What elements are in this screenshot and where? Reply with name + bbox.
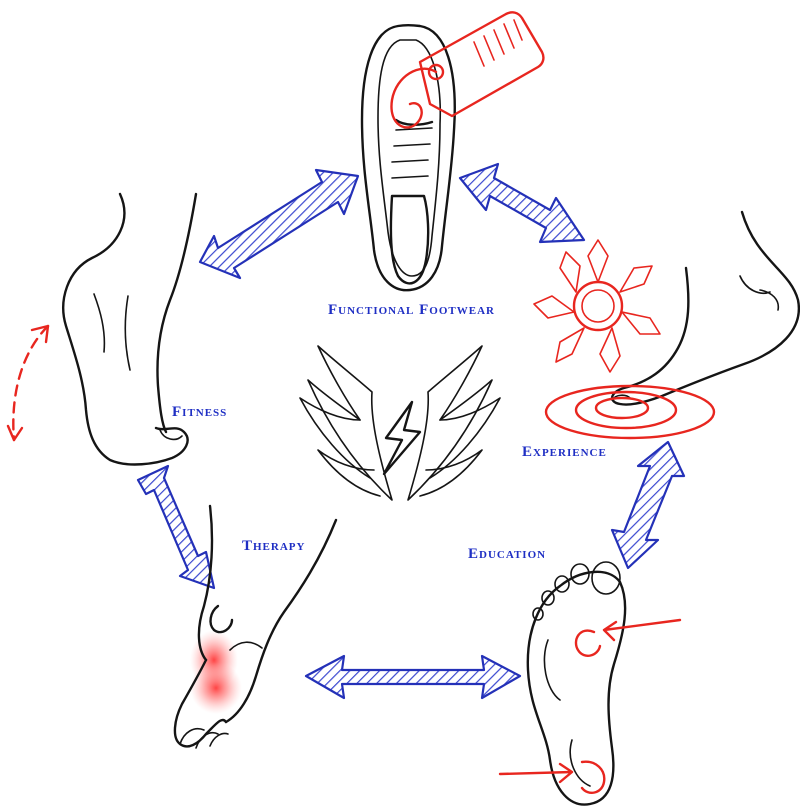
arrow-footwear-to-experience: [458, 162, 586, 244]
foot-with-sun-icon: [533, 210, 800, 440]
foot-sole-icon: [498, 561, 682, 806]
label-education: Education: [468, 546, 546, 562]
arrow-fitness-to-therapy: [136, 464, 216, 590]
foot-pain-icon: [173, 504, 338, 749]
label-experience: Experience: [522, 444, 607, 460]
arrow-therapy-to-education: [304, 654, 522, 700]
arrow-experience-to-education: [610, 440, 686, 570]
arrow-fitness-to-footwear: [198, 168, 360, 280]
heel-calf-icon: [6, 192, 198, 466]
label-functional-footwear: Functional Footwear: [328, 302, 495, 318]
winged-lightning-logo: [299, 345, 501, 501]
shoe-insole-icon: [360, 11, 545, 292]
label-therapy: Therapy: [242, 538, 305, 554]
label-fitness: Fitness: [172, 404, 227, 420]
